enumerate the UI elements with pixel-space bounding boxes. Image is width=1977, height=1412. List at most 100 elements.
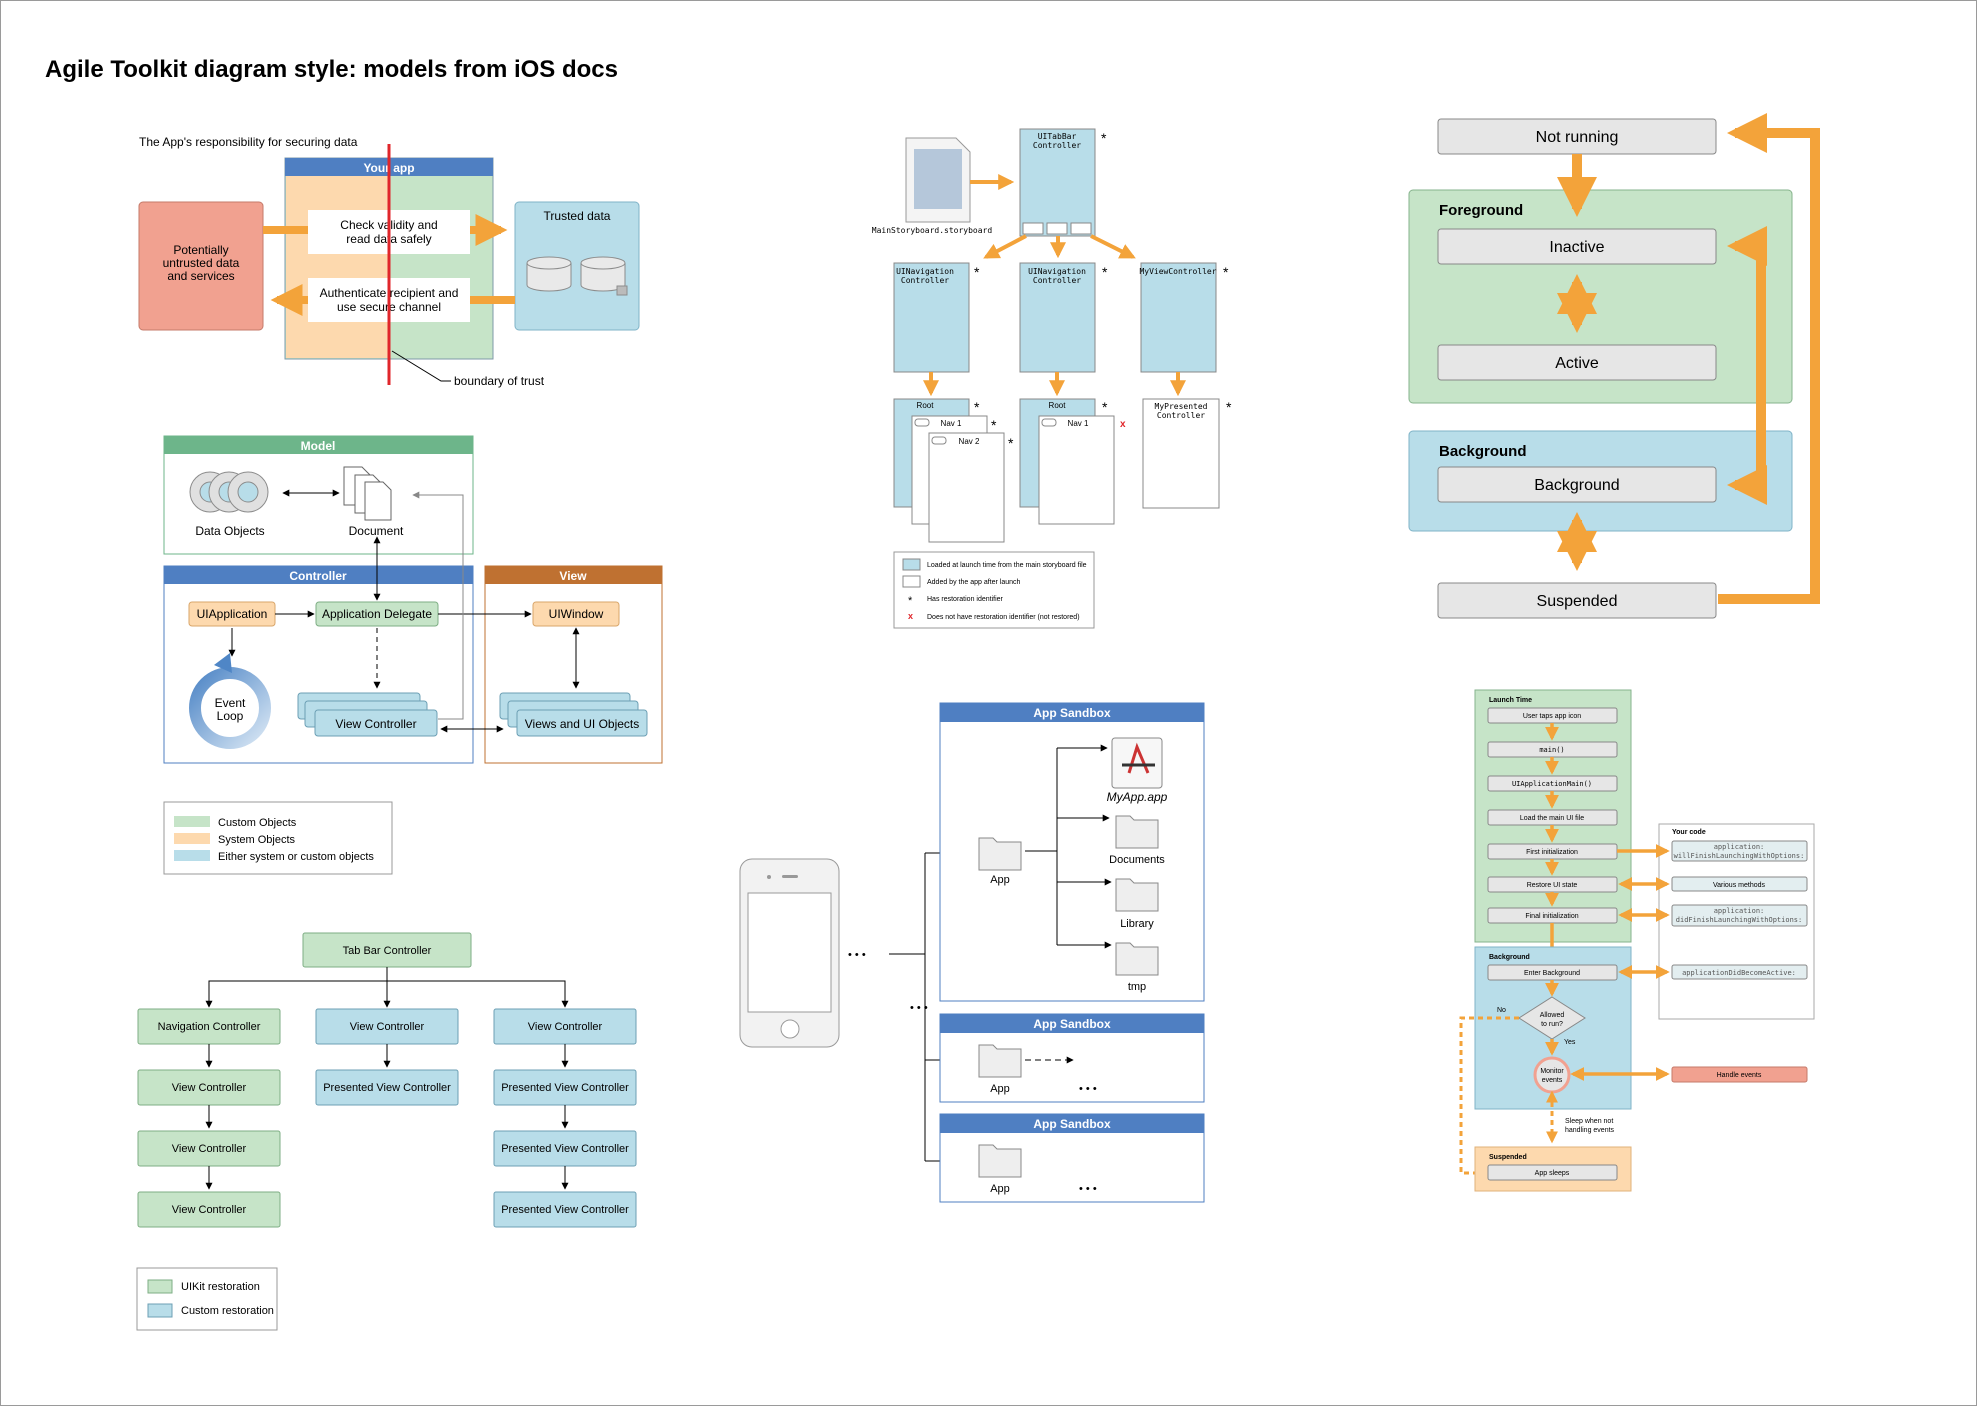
security-diagram: The App's responsibility for securing da… bbox=[138, 135, 640, 388]
sandbox-tmp: tmp bbox=[1128, 981, 1146, 993]
suspended-box bbox=[1437, 582, 1717, 619]
foreground-label: Foreground bbox=[1439, 202, 1523, 219]
sb-nav1b-page bbox=[1038, 415, 1115, 525]
sandbox-3-app: App bbox=[990, 1183, 1010, 1195]
trusted-label: Trusted data bbox=[544, 209, 611, 223]
sb-nav2-star: * bbox=[1102, 264, 1108, 280]
database-icon bbox=[526, 256, 628, 296]
trusted-box bbox=[514, 201, 640, 331]
sandbox-myapp: MyApp.app bbox=[1107, 790, 1168, 804]
mvc-diagram: Model Data Objects Document Controller V… bbox=[163, 435, 663, 875]
tabbar-root-label: Tab Bar Controller bbox=[343, 945, 432, 957]
storyboard-file-icon bbox=[905, 137, 971, 223]
code-will-finish bbox=[1671, 840, 1808, 862]
tree-c1-r3-label: View Controller bbox=[172, 1143, 247, 1155]
tabbar-tree-diagram: Tab Bar Controller Navigation Controller… bbox=[136, 932, 637, 1331]
untrusted-box bbox=[138, 201, 264, 331]
sandbox-diagram: • • • • • • App Sandbox App MyApp.app Do… bbox=[739, 702, 1205, 1203]
not-running-label: Not running bbox=[1536, 129, 1619, 146]
sb-legend-x: x bbox=[908, 611, 913, 621]
app-folder-icon bbox=[978, 1144, 1022, 1178]
sb-legend bbox=[893, 551, 1095, 629]
untrusted-line-3: and services bbox=[167, 269, 234, 283]
sb-nav2-line-1: UINavigation bbox=[1028, 267, 1086, 276]
sb-legend-no-id: Does not have restoration identifier (no… bbox=[927, 614, 1080, 621]
sb-nav2-page bbox=[928, 432, 1005, 543]
sb-legend-loaded: Loaded at launch time from the main stor… bbox=[927, 562, 1087, 569]
tmp-folder-icon bbox=[1115, 942, 1159, 976]
launch-app-sleeps bbox=[1487, 1164, 1618, 1181]
sb-tabbar-line-1: UITabBar bbox=[1038, 132, 1077, 141]
launch-first-init-label: First initialization bbox=[1526, 849, 1578, 856]
event-loop-icon bbox=[189, 653, 271, 749]
sandbox-3-header bbox=[940, 1114, 1204, 1133]
launch-background-label: Background bbox=[1489, 954, 1530, 961]
launch-user-taps-label: User taps app icon bbox=[1523, 713, 1581, 720]
monitor-events-circle bbox=[1533, 1056, 1571, 1094]
mvc-legend-either: Either system or custom objects bbox=[218, 851, 374, 863]
active-box bbox=[1437, 344, 1717, 381]
sleep-line-1: Sleep when not bbox=[1565, 1118, 1613, 1125]
sandbox-2-app: App bbox=[990, 1083, 1010, 1095]
launch-yes: Yes bbox=[1564, 1039, 1576, 1046]
view-label: View bbox=[559, 569, 587, 583]
launch-uiappmain-label: UIApplicationMain() bbox=[1512, 780, 1592, 788]
sb-nav2-box bbox=[1019, 262, 1096, 373]
documents-folder-icon bbox=[1115, 815, 1159, 849]
tree-c1-r4 bbox=[137, 1191, 281, 1228]
sb-presented-line-2: Controller bbox=[1157, 411, 1205, 420]
storyboard-diagram: MainStoryboard.storyboard UITabBar Contr… bbox=[872, 128, 1232, 629]
tree-c1-r1-label: Navigation Controller bbox=[158, 1021, 261, 1033]
launch-no: No bbox=[1497, 1007, 1506, 1014]
active-label: Active bbox=[1555, 355, 1599, 372]
monitor-line-2: events bbox=[1542, 1077, 1563, 1084]
sb-myvc-box bbox=[1140, 262, 1217, 373]
sb-presented-box bbox=[1142, 398, 1220, 509]
sb-root2-star: * bbox=[1102, 399, 1108, 415]
sandbox-1-app: App bbox=[990, 874, 1010, 886]
controller-header bbox=[164, 566, 473, 584]
launch-enter-bg-label: Enter Background bbox=[1524, 970, 1580, 977]
uiapplication-label: UIApplication bbox=[197, 607, 268, 621]
app-folder-icon bbox=[978, 837, 1022, 871]
sb-nav1b-x: x bbox=[1120, 419, 1126, 430]
tree-legend bbox=[136, 1267, 278, 1331]
sandbox-library: Library bbox=[1120, 918, 1154, 930]
sandbox-1-header bbox=[940, 703, 1204, 722]
mvc-legend-system: System Objects bbox=[218, 834, 296, 846]
sb-nav1-line-1: UINavigation bbox=[896, 267, 954, 276]
library-folder-icon bbox=[1115, 878, 1159, 912]
your-app-peach bbox=[286, 176, 389, 358]
launch-suspended-label: Suspended bbox=[1489, 1154, 1527, 1161]
tree-c3-r4-label: Presented View Controller bbox=[501, 1204, 629, 1216]
sandbox-2-dots: • • • bbox=[1079, 1083, 1097, 1095]
sb-root2-label: Root bbox=[1049, 401, 1067, 410]
tree-c3-r4 bbox=[493, 1191, 637, 1228]
code-did-become bbox=[1671, 964, 1808, 980]
untrusted-line-1: Potentially bbox=[173, 243, 228, 257]
uiwindow-box bbox=[532, 601, 620, 627]
data-objects-label: Data Objects bbox=[195, 524, 264, 538]
event-loop-line-2: Loop bbox=[217, 709, 244, 723]
sb-nav1-line-2: Controller bbox=[901, 276, 949, 285]
boundary-label: boundary of trust bbox=[454, 374, 545, 388]
storyboard-file-label: MainStoryboard.storyboard bbox=[872, 226, 993, 235]
tree-c2-r2 bbox=[315, 1069, 459, 1106]
sb-nav1-page-star: * bbox=[991, 417, 997, 433]
code-various-label: Various methods bbox=[1713, 882, 1766, 889]
sb-nav1-star: * bbox=[974, 264, 980, 280]
launch-load-ui-label: Load the main UI file bbox=[1520, 815, 1584, 822]
data-objects-icon bbox=[189, 471, 269, 513]
sandbox-3-dots: • • • bbox=[1079, 1183, 1097, 1195]
code-will-finish-2: willFinishLaunchingWithOptions: bbox=[1674, 852, 1805, 860]
sandbox-1-title: App Sandbox bbox=[1033, 706, 1111, 720]
sb-root1-star: * bbox=[974, 399, 980, 415]
sb-nav2-page-star: * bbox=[1008, 435, 1014, 451]
sb-root1-label: Root bbox=[917, 401, 935, 410]
myapp-icon bbox=[1111, 737, 1163, 789]
suspended-label: Suspended bbox=[1537, 593, 1618, 610]
launch-main-label: main() bbox=[1539, 746, 1564, 754]
sb-tabbar-line-2: Controller bbox=[1033, 141, 1081, 150]
tree-legend-uikit: UIKit restoration bbox=[181, 1281, 260, 1293]
sb-nav1b-page-label: Nav 1 bbox=[1068, 419, 1089, 428]
